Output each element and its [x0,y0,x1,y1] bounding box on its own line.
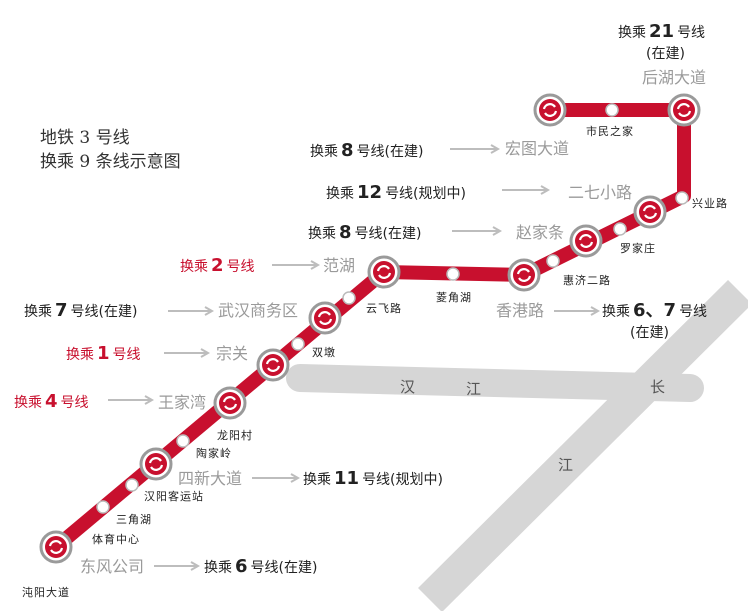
transfer-arrows [108,144,601,571]
station-dot-3 [291,337,305,351]
station-label-erqi: 二七小路 [568,183,632,202]
transfer-station-icon-8 [633,195,667,229]
title-line-2: 换乘 9 条线示意图 [40,152,181,172]
station-dot-4 [342,291,356,305]
station-label-huijier: 惠济二路 [563,273,611,287]
svg-text:(在建): (在建) [630,325,669,341]
svg-text:换乘6、7号线: 换乘6、7号线 [602,300,707,321]
station-label-lingjiaohu: 菱角湖 [436,291,472,304]
station-label-shuangdun: 双墩 [312,345,336,359]
station-label-tiyu: 体育中心 [92,532,140,546]
station-label-taojialing: 陶家岭 [196,446,232,460]
transfer-station-icon-1 [139,447,173,481]
station-label-sanjiaohu: 三角湖 [116,513,152,526]
station-label-dongfeng: 东风公司 [80,557,144,576]
station-label-shiminzhijia: 市民之家 [586,124,634,138]
station-dot-1 [125,478,139,492]
station-label-zongguan: 宗关 [216,344,248,363]
station-label-zhuanyang: 沌阳大道 [22,585,70,599]
station-label-yunfeilu: 云飞路 [366,302,402,315]
transfer-station-icon-7 [569,224,603,258]
arrow-9 [154,561,201,571]
station-dot-0 [96,500,110,514]
transfer-station-icon-3 [256,348,290,382]
small-station-dots [96,103,689,514]
river-label-han: 汉 [400,378,415,396]
station-dot-7 [613,222,627,236]
station-label-zhaojiatiao: 赵家条 [516,223,564,242]
title-line-1: 地铁 3 号线 [40,128,130,148]
station-label-luojiazhuang: 罗家庄 [620,241,656,255]
station-dot-2 [176,434,190,448]
arrow-3 [272,260,321,270]
arrow-1 [502,185,551,195]
yangtze-river [418,279,748,611]
arrow-0 [450,144,501,154]
transfer-station-icon-9 [533,93,567,127]
transfer-station-nodes [39,93,701,564]
transfer-station-icon-2 [213,386,247,420]
arrow-5 [554,306,601,316]
transfer-station-icon-10 [667,93,701,127]
transfer-station-icon-0 [39,530,73,564]
arrow-7 [108,395,155,405]
arrow-2 [452,226,503,236]
arrow-8 [252,473,301,483]
river-label-jiang1: 江 [466,380,481,398]
transfer-station-icon-6 [507,258,541,292]
river-label-chang: 长 [650,378,665,396]
station-label-hongtu: 宏图大道 [505,139,569,158]
station-label-xianggang: 香港路 [496,301,544,320]
station-dot-9 [605,103,619,117]
river-label-jiang2: 江 [558,456,573,474]
arrow-4 [168,306,215,316]
transfer-station-icon-4 [308,301,342,335]
arrow-6 [164,348,211,358]
station-label-fanhu: 范湖 [323,256,355,275]
station-dot-8 [675,191,689,205]
station-label-wuhanshangwu: 武汉商务区 [218,301,298,320]
station-dot-6 [546,254,560,268]
station-label-longyangcun: 龙阳村 [217,428,253,442]
svg-text:(在建): (在建) [646,46,685,62]
station-label-sixin: 四新大道 [178,469,242,488]
station-label-xingye: 兴业路 [692,197,728,210]
station-dot-5 [446,267,460,281]
station-label-houhu: 后湖大道 [642,68,706,87]
station-label-wangjiawan: 王家湾 [158,393,206,412]
station-label-keyunzhan: 汉阳客运站 [144,489,204,503]
transfer-station-icon-5 [367,255,401,289]
